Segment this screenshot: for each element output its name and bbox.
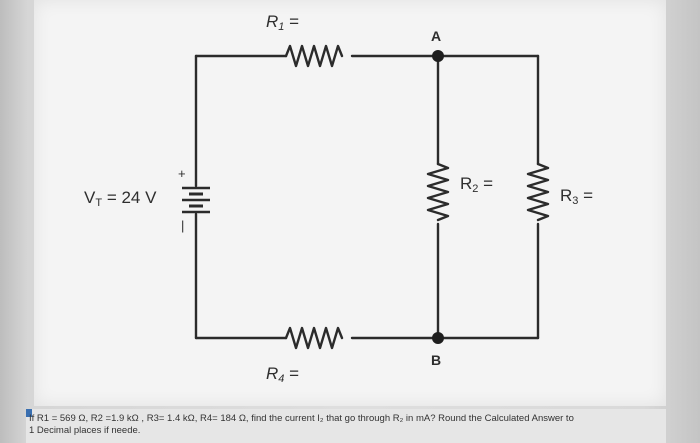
r2-label: R2 = [460,174,494,195]
battery-plus-sign: + [178,166,186,181]
battery-voltage-label: VT = 24 V [84,188,157,209]
diagram-panel [34,0,666,406]
question-marker [26,409,32,417]
question-box: If R1 = 569 Ω, R2 =1.9 kΩ , R3= 1.4 kΩ, … [26,409,666,443]
battery-symbol [182,186,210,214]
resistor-r2 [426,162,450,222]
r4-label: R4 = [266,364,300,385]
question-line-2: 1 Decimal places if neede. [29,425,141,436]
node-b-dot [432,332,444,344]
r1-label: R1 = [266,12,300,33]
question-text: If R1 = 569 Ω, R2 =1.9 kΩ , R3= 1.4 kΩ, … [29,413,669,437]
resistor-r1 [284,44,344,68]
node-a-label: A [431,28,442,44]
battery-minus-sign: | [181,218,185,233]
question-line-1: If R1 = 569 Ω, R2 =1.9 kΩ , R3= 1.4 kΩ, … [29,413,574,424]
resistor-r3 [526,162,550,222]
node-b-label: B [431,352,442,368]
r3-label: R3 = [560,186,594,207]
resistor-r4 [284,326,344,350]
node-a-dot [432,50,444,62]
